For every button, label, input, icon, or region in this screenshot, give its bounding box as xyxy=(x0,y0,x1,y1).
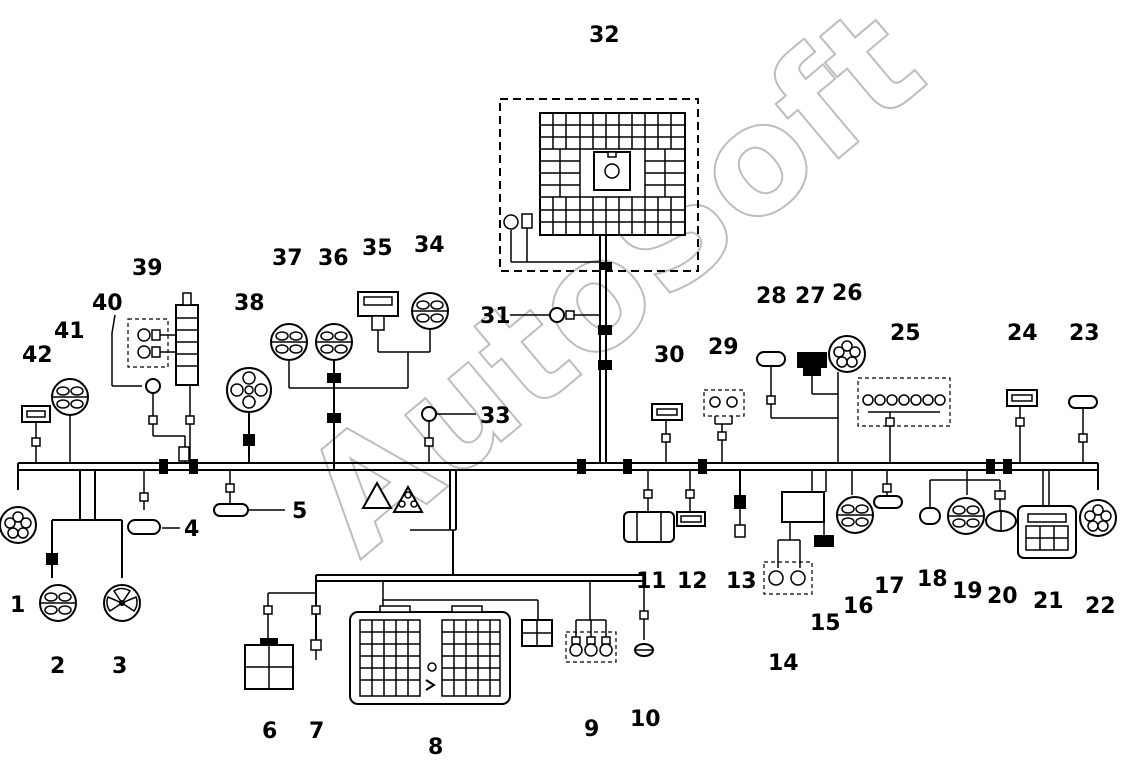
connector-16 xyxy=(836,470,874,534)
label-5: 5 xyxy=(292,499,307,524)
connector-21 xyxy=(1017,470,1077,559)
branch-2-3 xyxy=(39,470,141,622)
label-35: 35 xyxy=(362,236,393,261)
label-32: 32 xyxy=(589,23,620,48)
connector-5 xyxy=(213,470,285,517)
connector-18 xyxy=(919,507,941,525)
label-28: 28 xyxy=(756,284,787,309)
label-8: 8 xyxy=(428,735,443,760)
label-17: 17 xyxy=(874,574,905,599)
label-40: 40 xyxy=(92,291,123,316)
connector-20 xyxy=(985,510,1017,532)
connector-36 xyxy=(315,323,353,361)
label-10: 10 xyxy=(630,707,661,732)
label-13: 13 xyxy=(726,569,757,594)
label-20: 20 xyxy=(987,584,1018,609)
sensor-13 xyxy=(734,470,746,538)
connector-4 xyxy=(127,470,180,535)
connector-12 xyxy=(676,470,706,527)
label-15: 15 xyxy=(810,611,841,636)
label-6: 6 xyxy=(262,719,277,744)
label-30: 30 xyxy=(654,343,685,368)
label-29: 29 xyxy=(708,335,739,360)
label-38: 38 xyxy=(234,291,265,316)
relay-block-29 xyxy=(703,389,745,463)
sensor-10 xyxy=(634,643,654,657)
label-3: 3 xyxy=(112,654,127,679)
label-16: 16 xyxy=(843,594,874,619)
branch-18-20 xyxy=(929,470,1006,510)
warning-triangles xyxy=(361,480,424,513)
lower-branch xyxy=(263,470,649,640)
control-unit-8 xyxy=(349,605,511,705)
label-42: 42 xyxy=(22,343,53,368)
label-12: 12 xyxy=(677,569,708,594)
label-26: 26 xyxy=(832,281,863,306)
label-22: 22 xyxy=(1085,594,1116,619)
connector-19 xyxy=(947,497,985,535)
connector-30 xyxy=(651,403,683,463)
label-31: 31 xyxy=(480,304,511,329)
part-labels: 1 2 3 4 5 6 7 8 9 10 11 12 13 14 15 16 1… xyxy=(10,23,1116,760)
connector-27 xyxy=(797,352,838,395)
connector-22 xyxy=(1079,499,1117,537)
label-37: 37 xyxy=(272,246,303,271)
connector-24 xyxy=(1006,389,1038,463)
label-24: 24 xyxy=(1007,321,1038,346)
connector-7 xyxy=(310,630,322,660)
label-7: 7 xyxy=(309,719,324,744)
connector-17 xyxy=(873,470,903,509)
relay-block-39 xyxy=(127,292,199,463)
label-21: 21 xyxy=(1033,589,1064,614)
label-23: 23 xyxy=(1069,321,1100,346)
relay-block-9 xyxy=(565,619,617,663)
connector-8b xyxy=(521,619,553,647)
label-36: 36 xyxy=(318,246,349,271)
sensor-33 xyxy=(421,406,470,463)
sensor-40 xyxy=(111,333,190,463)
connector-35 xyxy=(357,291,399,331)
label-19: 19 xyxy=(952,579,983,604)
label-2: 2 xyxy=(50,654,65,679)
label-34: 34 xyxy=(414,233,445,258)
connector-26 xyxy=(828,335,866,463)
label-9: 9 xyxy=(584,717,599,742)
label-25: 25 xyxy=(890,321,921,346)
connector-37 xyxy=(270,323,308,361)
connector-11 xyxy=(623,470,675,543)
connector-6 xyxy=(244,638,294,690)
label-18: 18 xyxy=(917,567,948,592)
connector-42 xyxy=(21,405,51,463)
label-33: 33 xyxy=(480,404,511,429)
sensor-15 xyxy=(814,510,834,547)
connector-28 xyxy=(756,351,838,419)
label-14: 14 xyxy=(768,651,799,676)
control-unit-32 xyxy=(499,98,699,463)
label-41: 41 xyxy=(54,319,85,344)
label-39: 39 xyxy=(132,256,163,281)
label-4: 4 xyxy=(184,517,199,542)
branch-34-37 xyxy=(288,330,431,470)
connector-23 xyxy=(1068,395,1098,463)
connector-34 xyxy=(411,292,449,330)
label-11: 11 xyxy=(636,569,667,594)
label-1: 1 xyxy=(10,593,25,618)
sensor-31 xyxy=(530,307,600,323)
connector-38 xyxy=(226,367,272,463)
relay-block-14 xyxy=(763,470,827,595)
leader-lines xyxy=(111,314,530,415)
connector-41 xyxy=(51,378,89,463)
main-harness xyxy=(17,459,1099,490)
relay-block-25 xyxy=(857,377,951,463)
label-27: 27 xyxy=(795,284,826,309)
connector-1 xyxy=(0,506,37,544)
